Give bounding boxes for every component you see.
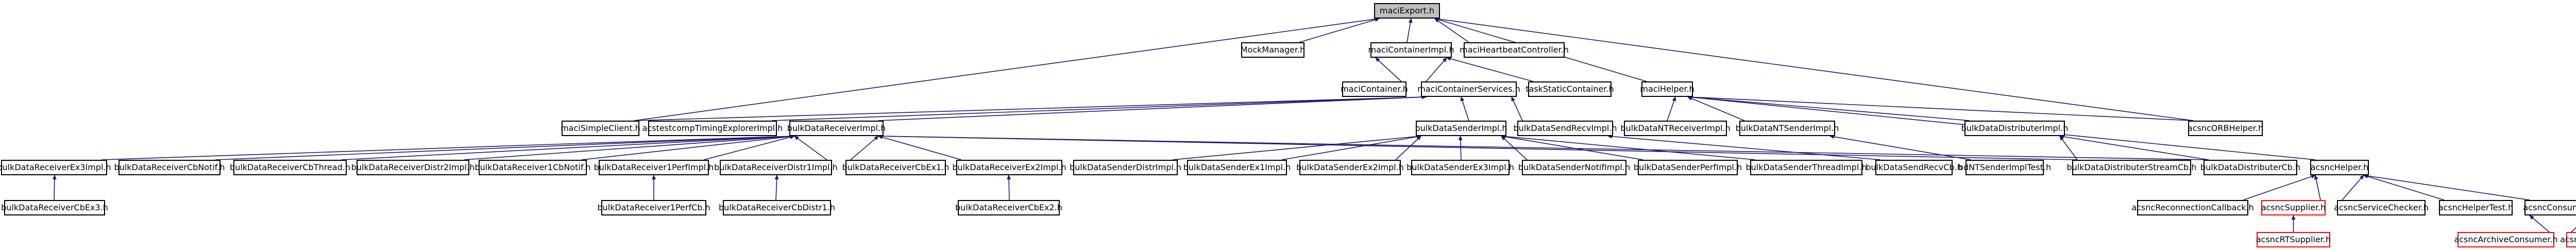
graph-node-maciHelper[interactable]: maciHelper.h [1640, 81, 1694, 97]
edge-bulkDataSenderImpl-to-maciContainerServices [1460, 96, 1469, 121]
graph-node-bulkDataDistributerStreamCb[interactable]: bulkDataDistributerStreamCb.h [2066, 160, 2197, 175]
graph-node-acsncServiceChecker[interactable]: acsncServiceChecker.h [2334, 200, 2429, 215]
graph-node-bulkDataReceiverCbEx1[interactable]: bulkDataReceiverCbEx1.h [842, 160, 949, 175]
edge-bulkDataSendRecvImpl-to-maciContainerServices [1511, 96, 1523, 121]
edge-bulkDataReceiverDistr2Impl-to-bulkDataReceiverImpl [464, 134, 795, 160]
edge-bulkDataReceiverCbThread-to-bulkDataReceiverImpl [341, 134, 795, 160]
graph-node-bulkDataSenderEx3Impl[interactable]: bulkDataSenderEx3Impl.h [1406, 160, 1514, 175]
edge-bulkDataSenderEx3Impl-to-bulkDataSenderImpl [1458, 136, 1463, 160]
graph-node-maciContainer[interactable]: maciContainer.h [1341, 81, 1408, 97]
edge-bulkDataDistributerCb-to-bulkDataDistributerImpl [2059, 135, 2209, 160]
edge-bulkDataReceiverCbDistr1-to-bulkDataReceiverDistr1Impl [774, 175, 779, 201]
graph-node-maciExport[interactable]: maciExport.h [1374, 3, 1440, 19]
edge-maciSimpleClient-to-maciContainerServices [634, 95, 1427, 121]
graph-node-bulkDataReceiverCbNotif[interactable]: bulkDataReceiverCbNotif.h [114, 160, 225, 175]
graph-node-bulkDataDistributerCb[interactable]: bulkDataDistributerCb.h [2200, 160, 2300, 175]
graph-node-maciContainerServices[interactable]: maciContainerServices.h [1417, 81, 1520, 97]
graph-node-bulkDataNTSenderImpl[interactable]: bulkDataNTSenderImpl.h [1736, 121, 1839, 136]
graph-node-acsncHelper[interactable]: acsncHelper.h [2310, 160, 2369, 175]
edge-bulkDataSenderNotifImpl-to-bulkDataSenderImpl [1501, 136, 1528, 160]
edge-maciContainerImpl-to-maciExport [1406, 18, 1413, 43]
graph-node-bulkDataSenderThreadImpl[interactable]: bulkDataSenderThreadImpl.h [1746, 160, 1867, 175]
edge-acsncHelperTest-to-acsncHelper [2363, 174, 2445, 201]
graph-node-maciHeartbeatController[interactable]: maciHeartbeatController.h [1460, 42, 1569, 58]
graph-node-acsncORBHelper[interactable]: acsncORBHelper.h [2188, 121, 2263, 136]
graph-node-bulkDataReceiverImpl[interactable]: bulkDataReceiverImpl.h [787, 121, 886, 136]
graph-node-bulkDataSenderEx1Impl[interactable]: bulkDataSenderEx1Impl.h [1183, 160, 1291, 175]
graph-node-bulkDataReceiverDistr1Impl[interactable]: bulkDataReceiverDistr1Impl.h [714, 160, 838, 175]
edge-acsncReconnectionCallback-to-acsncHelper [2243, 174, 2316, 201]
graph-node-bulkDataReceiverDistr2Impl[interactable]: bulkDataReceiverDistr2Impl.h [351, 160, 474, 175]
edge-maciContainerServices-to-maciContainerImpl [1426, 57, 1447, 82]
edge-bulkDataSendRecvCb-to-bulkDataSendRecvImpl [1607, 134, 1881, 160]
graph-node-MockManager[interactable]: MockManager.h [1241, 42, 1305, 58]
graph-node-acstestcompTimingExplorerImpl[interactable]: acstestcompTimingExplorerImpl.h [642, 121, 783, 136]
edge-bulkDataReceiverDistr1Impl-to-bulkDataReceiverImpl [794, 136, 827, 160]
graph-node-acsncSimpleConsumer[interactable]: acsncSimpleConsumer.h [2560, 232, 2576, 247]
edge-bulkDataReceiverCbEx3-to-bulkDataReceiverEx3Impl [52, 175, 57, 201]
graph-node-acsncSupplier[interactable]: acsncSupplier.h [2261, 200, 2326, 215]
edge-acsncORBHelper-to-maciExport [1434, 17, 2194, 121]
edge-taskStaticContainer-to-maciContainerImpl [1446, 57, 1534, 82]
graph-node-bulkDataReceiverCbThread[interactable]: bulkDataReceiverCbThread.h [230, 160, 350, 175]
edge-bulkDataReceiverImpl-to-maciContainerServices [878, 95, 1427, 121]
edge-bulkDataDistributerCb-to-bulkDataReceiverImpl [878, 134, 2209, 160]
edge-bulkDataNTReceiverImpl-to-maciHelper [1667, 96, 1676, 121]
edge-bulkDataSenderEx2Impl-to-bulkDataSenderImpl [1395, 136, 1421, 160]
edge-acsncConsumer-to-acsncHelper [2363, 174, 2530, 201]
edge-maciSimpleClient-to-maciExport [634, 17, 1380, 121]
edge-acsncSupplier-to-acsncHelper [2314, 175, 2321, 201]
edge-bulkDataSenderDistrImpl-to-bulkDataSenderImpl [1172, 134, 1421, 160]
graph-node-maciContainerImpl[interactable]: maciContainerImpl.h [1368, 42, 1454, 58]
graph-node-taskStaticContainer[interactable]: taskStaticContainer.h [1526, 81, 1614, 97]
edge-bulkDataSenderThreadImpl-to-bulkDataSenderImpl [1501, 134, 1756, 160]
graph-node-bulkDataReceiver1PerfImpl[interactable]: bulkDataReceiver1PerfImpl.h [594, 160, 714, 175]
graph-node-bulkDataSenderEx2Impl[interactable]: bulkDataSenderEx2Impl.h [1296, 160, 1404, 175]
edge-bulkDataDistributerStreamCb-to-bulkDataDistributerImpl [2059, 136, 2078, 160]
graph-node-bulkDataReceiverEx3Impl[interactable]: bulkDataReceiverEx3Impl.h [0, 160, 111, 175]
graph-node-bulkDataReceiverEx2Impl[interactable]: bulkDataReceiverEx2Impl.h [952, 160, 1066, 175]
graph-node-bdNTSenderImplTest[interactable]: bdNTSenderImplTest.h [1958, 160, 2051, 175]
edge-bulkDataReceiver1PerfImpl-to-bulkDataReceiverImpl [703, 135, 795, 160]
edge-bulkDataReceiverCbEx1-to-bulkDataReceiverImpl [850, 136, 879, 160]
edge-acsncORBHelper-to-maciHelper [1687, 95, 2194, 121]
graph-node-bulkDataReceiverCbEx2[interactable]: bulkDataReceiverCbEx2.h [955, 200, 1062, 215]
edge-bdNTSenderImplTest-to-bulkDataNTSenderImpl [1829, 135, 1971, 160]
graph-node-bulkDataSendRecvCb[interactable]: bulkDataSendRecvCb.h [1866, 160, 1962, 175]
graph-node-bulkDataReceiver1CbNotif[interactable]: bulkDataReceiver1CbNotif.h [474, 160, 591, 175]
edge-bulkDataDistributerImpl-to-maciHelper [1687, 95, 1970, 121]
edge-MockManager-to-maciExport [1299, 18, 1380, 43]
graph-node-acsncHelperTest[interactable]: acsncHelperTest.h [2438, 200, 2513, 215]
graph-node-bulkDataSenderImpl[interactable]: bulkDataSenderImpl.h [1415, 121, 1507, 136]
graph-node-bulkDataReceiverCbDistr1[interactable]: bulkDataReceiverCbDistr1.h [719, 200, 835, 215]
edge-bulkDataReceiverCbNotif-to-bulkDataReceiverImpl [215, 134, 795, 160]
edge-bulkDataReceiverEx3Impl-to-bulkDataReceiverImpl [101, 134, 795, 160]
graph-node-acsncArchiveConsumer[interactable]: acsncArchiveConsumer.h [2454, 232, 2558, 247]
edge-bulkDataReceiverEx2Impl-to-bulkDataReceiverImpl [878, 135, 962, 160]
graph-node-acsncConsumer[interactable]: acsncConsumer.h [2523, 200, 2576, 215]
edge-bulkDataReceiver1CbNotif-to-bulkDataReceiverImpl [581, 134, 795, 160]
graph-node-bulkDataNTReceiverImpl[interactable]: bulkDataNTReceiverImpl.h [1620, 121, 1731, 136]
graph-node-bulkDataSenderNotifImpl[interactable]: bulkDataSenderNotifImpl.h [1518, 160, 1630, 175]
edge-acsncArchiveConsumer-to-acsncConsumer [2529, 215, 2550, 232]
graph-node-maciSimpleClient[interactable]: maciSimpleClient.h [561, 121, 640, 136]
edge-bulkDataDistributerStreamCb-to-bulkDataReceiverImpl [878, 134, 2078, 160]
edge-bulkDataNTSenderImpl-to-maciHelper [1687, 96, 1745, 121]
edge-maciContainer-to-maciContainerImpl [1375, 57, 1402, 82]
edge-bulkDataSenderEx1Impl-to-bulkDataSenderImpl [1281, 135, 1421, 160]
graph-node-acsncRTSupplier[interactable]: acsncRTSupplier.h [2256, 232, 2331, 247]
graph-node-bulkDataReceiverCbEx3[interactable]: bulkDataReceiverCbEx3.h [1, 200, 108, 215]
graph-node-bulkDataSendRecvImpl[interactable]: bulkDataSendRecvImpl.h [1513, 121, 1617, 136]
edge-maciHeartbeatController-to-maciExport [1434, 18, 1469, 43]
graph-node-bulkDataSenderPerfImpl[interactable]: bulkDataSenderPerfImpl.h [1634, 160, 1742, 175]
edge-acsncServiceChecker-to-acsncHelper [2342, 175, 2364, 201]
graph-node-bulkDataReceiver1PerfCb[interactable]: bulkDataReceiver1PerfCb.h [597, 200, 710, 215]
graph-node-bulkDataSenderDistrImpl[interactable]: bulkDataSenderDistrImpl.h [1070, 160, 1181, 175]
edge-bulkDataSenderPerfImpl-to-bulkDataSenderImpl [1501, 135, 1643, 160]
edge-acstestcompTimingExplorerImpl-to-maciContainerServices [771, 95, 1427, 121]
graph-node-acsncReconnectionCallback[interactable]: acsncReconnectionCallback.h [2131, 200, 2254, 215]
graph-node-bulkDataDistributerImpl[interactable]: bulkDataDistributerImpl.h [1961, 121, 2068, 136]
edge-acsncSimpleConsumer-to-acsncConsumer [2571, 227, 2576, 232]
